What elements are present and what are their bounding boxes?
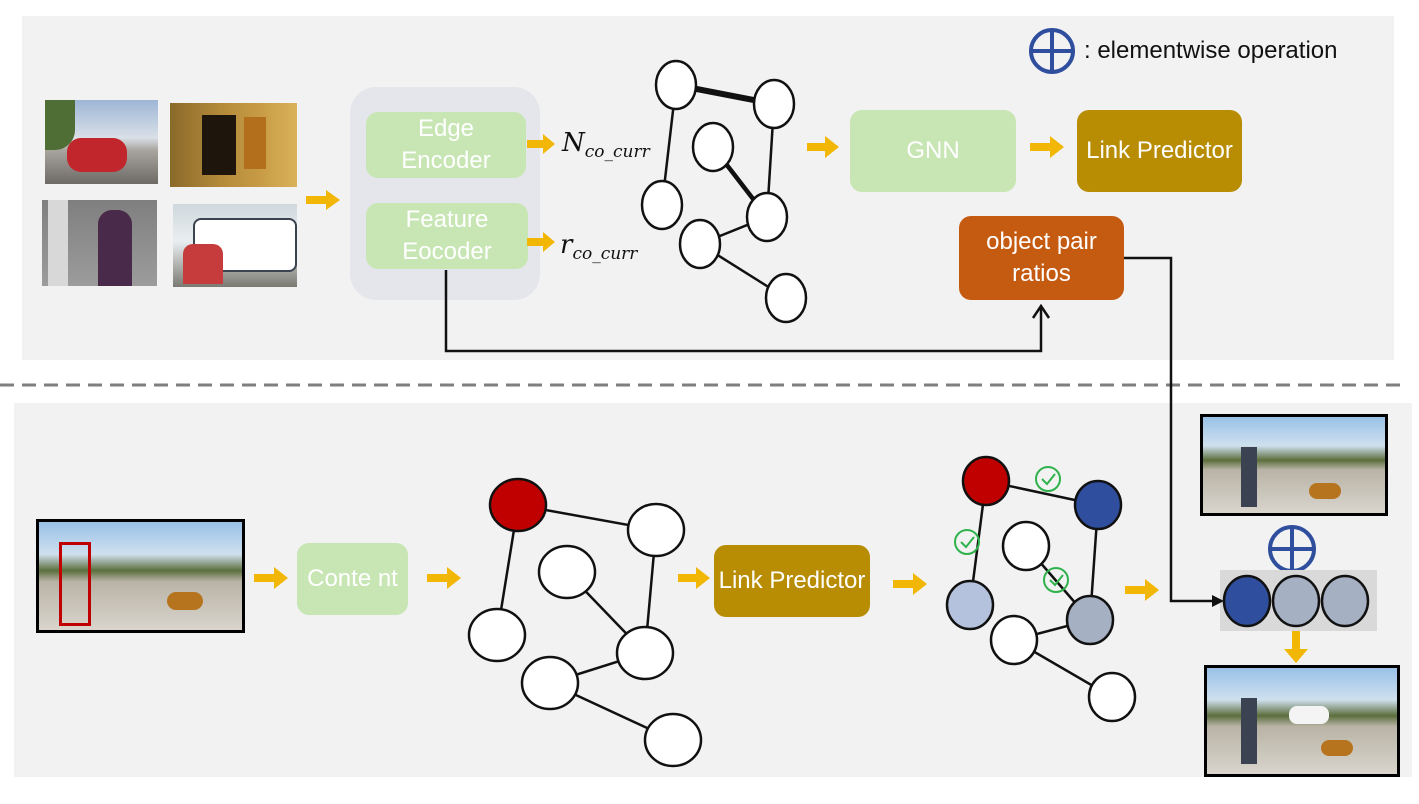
check-icon (1035, 466, 1061, 492)
red-node (488, 477, 548, 533)
n-symbol: N (562, 128, 585, 158)
check-icon (954, 529, 980, 555)
output-nodes (1222, 574, 1370, 628)
n-subscript: co_curr (584, 142, 650, 162)
car-shape (1289, 706, 1329, 724)
legend-text: : elementwise operation (1084, 37, 1338, 64)
object-pair-ratios-box: object pair ratios (959, 216, 1124, 300)
photo-room (170, 103, 297, 187)
person-shape-2 (1241, 447, 1257, 507)
ratios-arrowhead-icon (1031, 303, 1051, 319)
person-bounding-box (59, 542, 91, 626)
arrow-icon (893, 573, 927, 595)
bottom-link-predictor-box: Link Predictor (714, 545, 870, 617)
r-subscript: co_curr (572, 244, 638, 264)
arrow-icon (427, 567, 461, 589)
circled-plus-icon (1268, 525, 1316, 573)
gnn-box: GNN (850, 110, 1016, 192)
arrow-icon (254, 567, 288, 589)
photo-woman-dog (42, 200, 157, 286)
bottom-panel (14, 403, 1412, 777)
arrow-icon (306, 190, 340, 210)
photo-dog-park-input (36, 519, 245, 633)
dog-shape-3 (1321, 740, 1353, 756)
tree-shape (45, 100, 75, 150)
check-icon (1043, 567, 1069, 593)
output-arrowhead-icon (1212, 595, 1224, 607)
column-shape (48, 200, 68, 286)
r-co-curr-symbol: rco_curr (560, 230, 637, 264)
feature-encoder-box: Feature Eocoder (366, 203, 528, 269)
bottom-graph (467, 477, 703, 768)
circled-plus-icon (1029, 28, 1075, 74)
r-symbol: r (560, 230, 573, 260)
top-link-predictor-label: Link Predictor (1086, 137, 1233, 164)
content-box: Conte nt (297, 543, 408, 615)
gnn-label: GNN (906, 137, 960, 164)
people-shape (183, 244, 223, 284)
edge-encoder-label: Edge Encoder (401, 115, 491, 174)
photo-dog-park-result (1204, 665, 1400, 777)
doorway-shape (202, 115, 236, 175)
arrow-icon (527, 134, 555, 154)
content-label: Conte nt (307, 565, 398, 592)
bottom-link-predictor-label: Link Predictor (718, 567, 866, 594)
photo-bus (173, 204, 297, 287)
feature-to-ratios-line (444, 270, 1043, 353)
door-shape (244, 117, 266, 169)
person-shape-3 (1241, 698, 1257, 764)
arrow-icon (527, 232, 555, 252)
arrow-icon (678, 567, 710, 589)
scooter-rider-shape (67, 138, 127, 172)
top-link-predictor-box: Link Predictor (1077, 110, 1242, 192)
object-pair-ratios-label: object pair ratios (986, 228, 1097, 287)
predicted-graph (945, 455, 1137, 723)
ratios-to-output-line (1124, 256, 1216, 603)
arrow-icon (1125, 579, 1159, 601)
arrow-icon (807, 136, 839, 158)
top-graph (640, 59, 808, 324)
person-shape (98, 210, 132, 286)
arrow-icon (1284, 631, 1308, 663)
feature-encoder-label: Feature Eocoder (402, 206, 492, 265)
arrow-icon (1030, 136, 1064, 158)
dog-shape (167, 592, 203, 610)
n-co-curr-symbol: Nco_curr (562, 128, 650, 162)
photo-scooter (45, 100, 158, 184)
yellow-arrows (254, 134, 1308, 663)
edge-encoder-box: Edge Encoder (366, 112, 526, 178)
photo-dog-park-top-right (1200, 414, 1388, 516)
dog-shape-2 (1309, 483, 1341, 499)
